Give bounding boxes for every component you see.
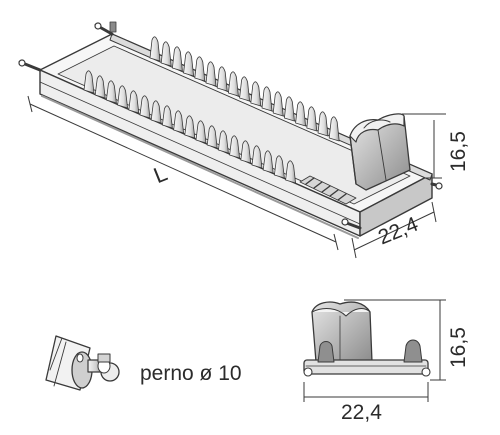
depth-label-side: 22,4 xyxy=(341,401,382,424)
dish-rack-drawing xyxy=(18,21,443,239)
height-label-side: 16,5 xyxy=(447,327,470,368)
plate-divider xyxy=(306,106,318,132)
plate-divider xyxy=(184,115,196,139)
plate-divider xyxy=(106,80,117,104)
plate-divider xyxy=(162,105,173,129)
pin-detail-drawing xyxy=(45,335,120,391)
pin-label: perno ø 10 xyxy=(140,362,242,385)
plate-divider xyxy=(284,96,295,122)
main-dimension-lines xyxy=(27,95,446,259)
plate-divider xyxy=(172,46,183,72)
plate-divider xyxy=(261,86,273,112)
plate-divider xyxy=(139,95,151,119)
plate-divider xyxy=(295,101,306,127)
plate-divider xyxy=(285,160,296,184)
plate-divider xyxy=(218,130,229,154)
side-back-clip xyxy=(403,339,423,363)
height-label-top: 16,5 xyxy=(447,131,470,172)
side-tray xyxy=(303,359,429,375)
plate-divider xyxy=(317,111,329,137)
plate-divider xyxy=(239,76,250,102)
glass-slots xyxy=(299,175,357,205)
plate-divider xyxy=(94,75,106,99)
left-pins xyxy=(18,21,117,72)
front-plate-dividers xyxy=(83,70,296,184)
plate-divider xyxy=(228,71,239,97)
plate-divider xyxy=(83,70,95,94)
plate-divider xyxy=(328,116,340,142)
plate-divider xyxy=(128,90,140,114)
plate-divider xyxy=(117,85,128,109)
plate-divider xyxy=(216,66,228,92)
back-plate-dividers xyxy=(149,36,340,142)
plate-divider xyxy=(274,155,285,179)
plate-divider xyxy=(150,100,162,124)
plate-divider xyxy=(195,120,207,144)
side-dimension-lines xyxy=(303,299,446,402)
side-view-drawing xyxy=(303,301,431,377)
plate-divider xyxy=(206,125,218,149)
plate-divider xyxy=(251,145,263,169)
plate-divider xyxy=(205,61,217,87)
plate-divider xyxy=(229,135,240,159)
plate-divider xyxy=(262,150,274,174)
plate-divider xyxy=(183,51,194,77)
cutlery-holder xyxy=(349,113,411,191)
plate-divider xyxy=(250,81,262,107)
plate-divider xyxy=(149,36,161,62)
plate-divider xyxy=(272,91,284,117)
plate-divider xyxy=(173,110,184,134)
side-front-clip xyxy=(317,341,335,363)
plate-divider xyxy=(240,140,252,164)
right-pins xyxy=(341,182,443,230)
plate-divider xyxy=(160,41,172,67)
plate-divider xyxy=(194,56,206,82)
